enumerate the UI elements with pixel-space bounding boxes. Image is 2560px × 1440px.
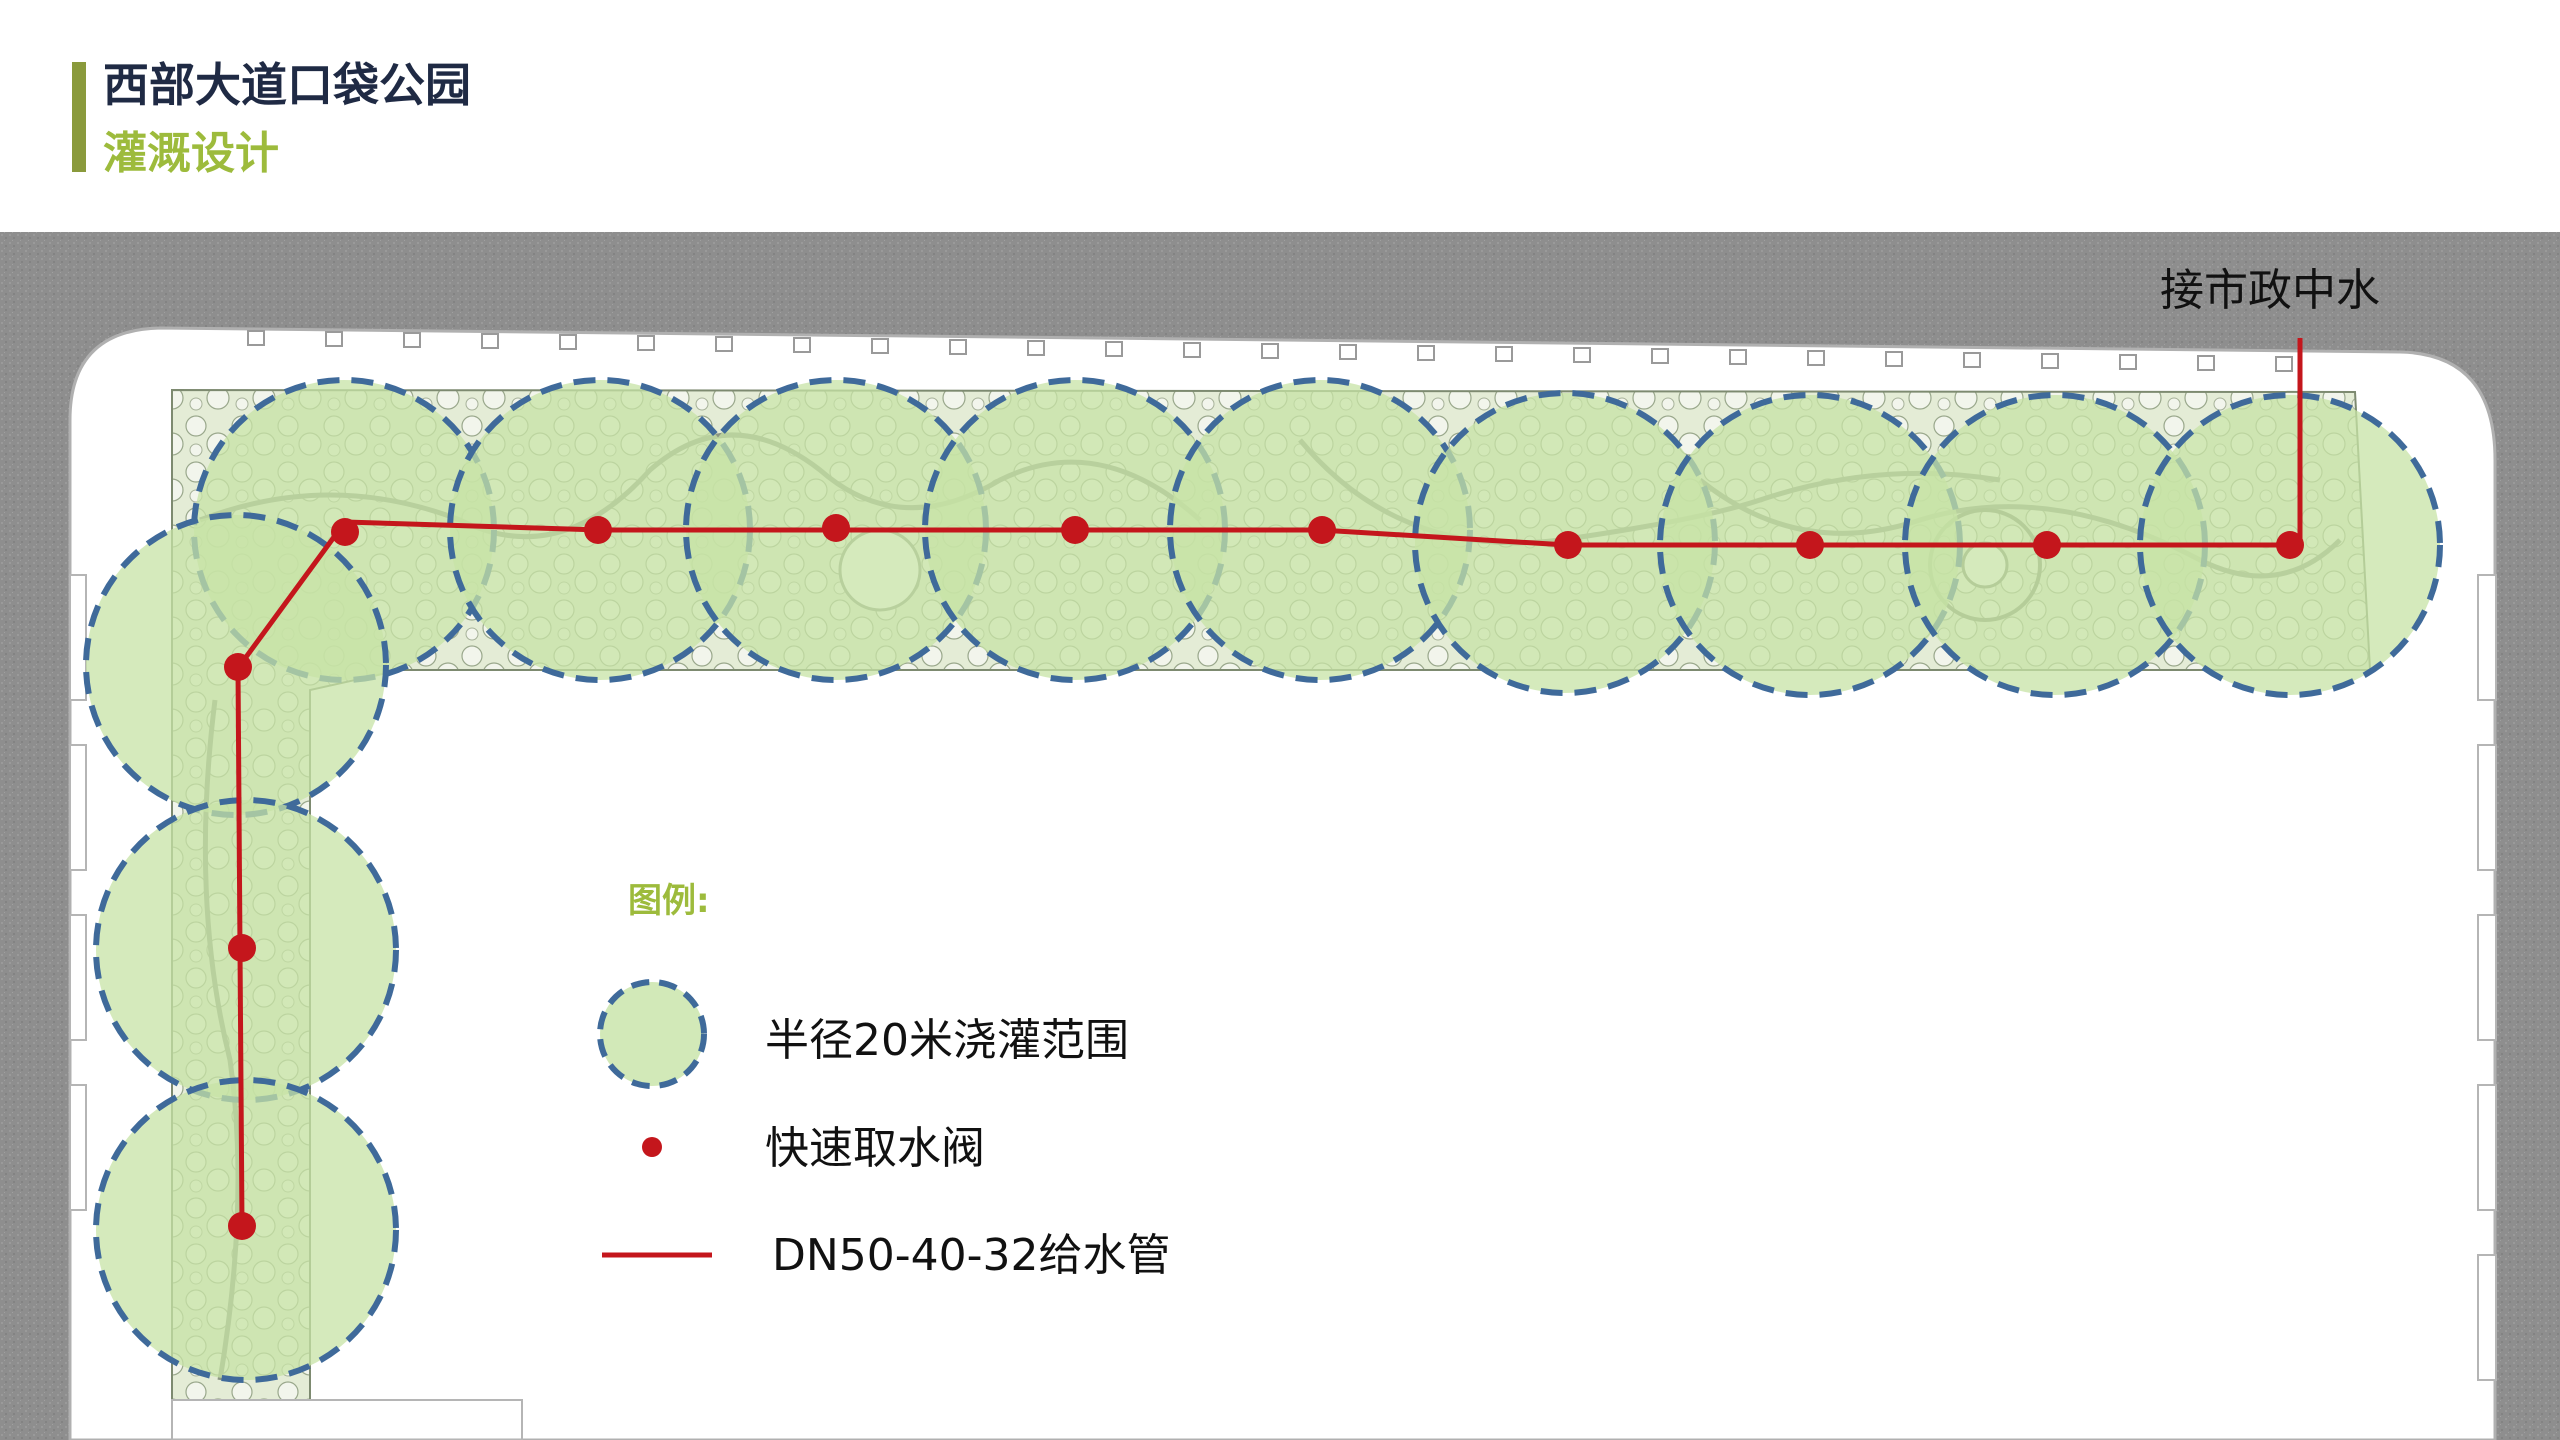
quick-valves [224,514,2304,1240]
page-title: 西部大道口袋公园 [103,58,471,112]
quick-valve [228,1212,256,1240]
quick-valve [1061,516,1089,544]
source-label: 接市政中水 [2160,265,2380,316]
quick-valve [584,516,612,544]
quick-valve [331,518,359,546]
quick-valve [1308,516,1336,544]
header: 西部大道口袋公园 灌溉设计 [0,0,2560,232]
legend-label-pipe: DN50-40-32给水管 [772,1230,1171,1281]
quick-valve [1796,531,1824,559]
side-posts [69,574,2497,1381]
legend-label-coverage: 半径20米浇灌范围 [765,1015,1129,1066]
bollards [247,330,2293,372]
dashed-circle-icon [597,979,707,1089]
quick-valve [1554,531,1582,559]
page-subtitle: 灌溉设计 [103,128,279,179]
legend: 图例: 半径20米浇灌范围 快速取水阀 DN50-40-32给水管 [597,881,1171,1281]
accent-bar [72,62,86,172]
legend-label-valve: 快速取水阀 [765,1123,985,1174]
red-dot-icon [642,1137,662,1157]
lower-plot-line [171,1399,523,1440]
quick-valve [2276,531,2304,559]
quick-valve [228,934,256,962]
irrigation-plan: 接市政中水 图例: 半径20米浇灌范围 快速取水阀 DN50-40-32给水管 [0,232,2560,1440]
quick-valve [224,653,252,681]
quick-valve [2033,531,2061,559]
quick-valve [822,514,850,542]
legend-title: 图例: [628,881,710,921]
